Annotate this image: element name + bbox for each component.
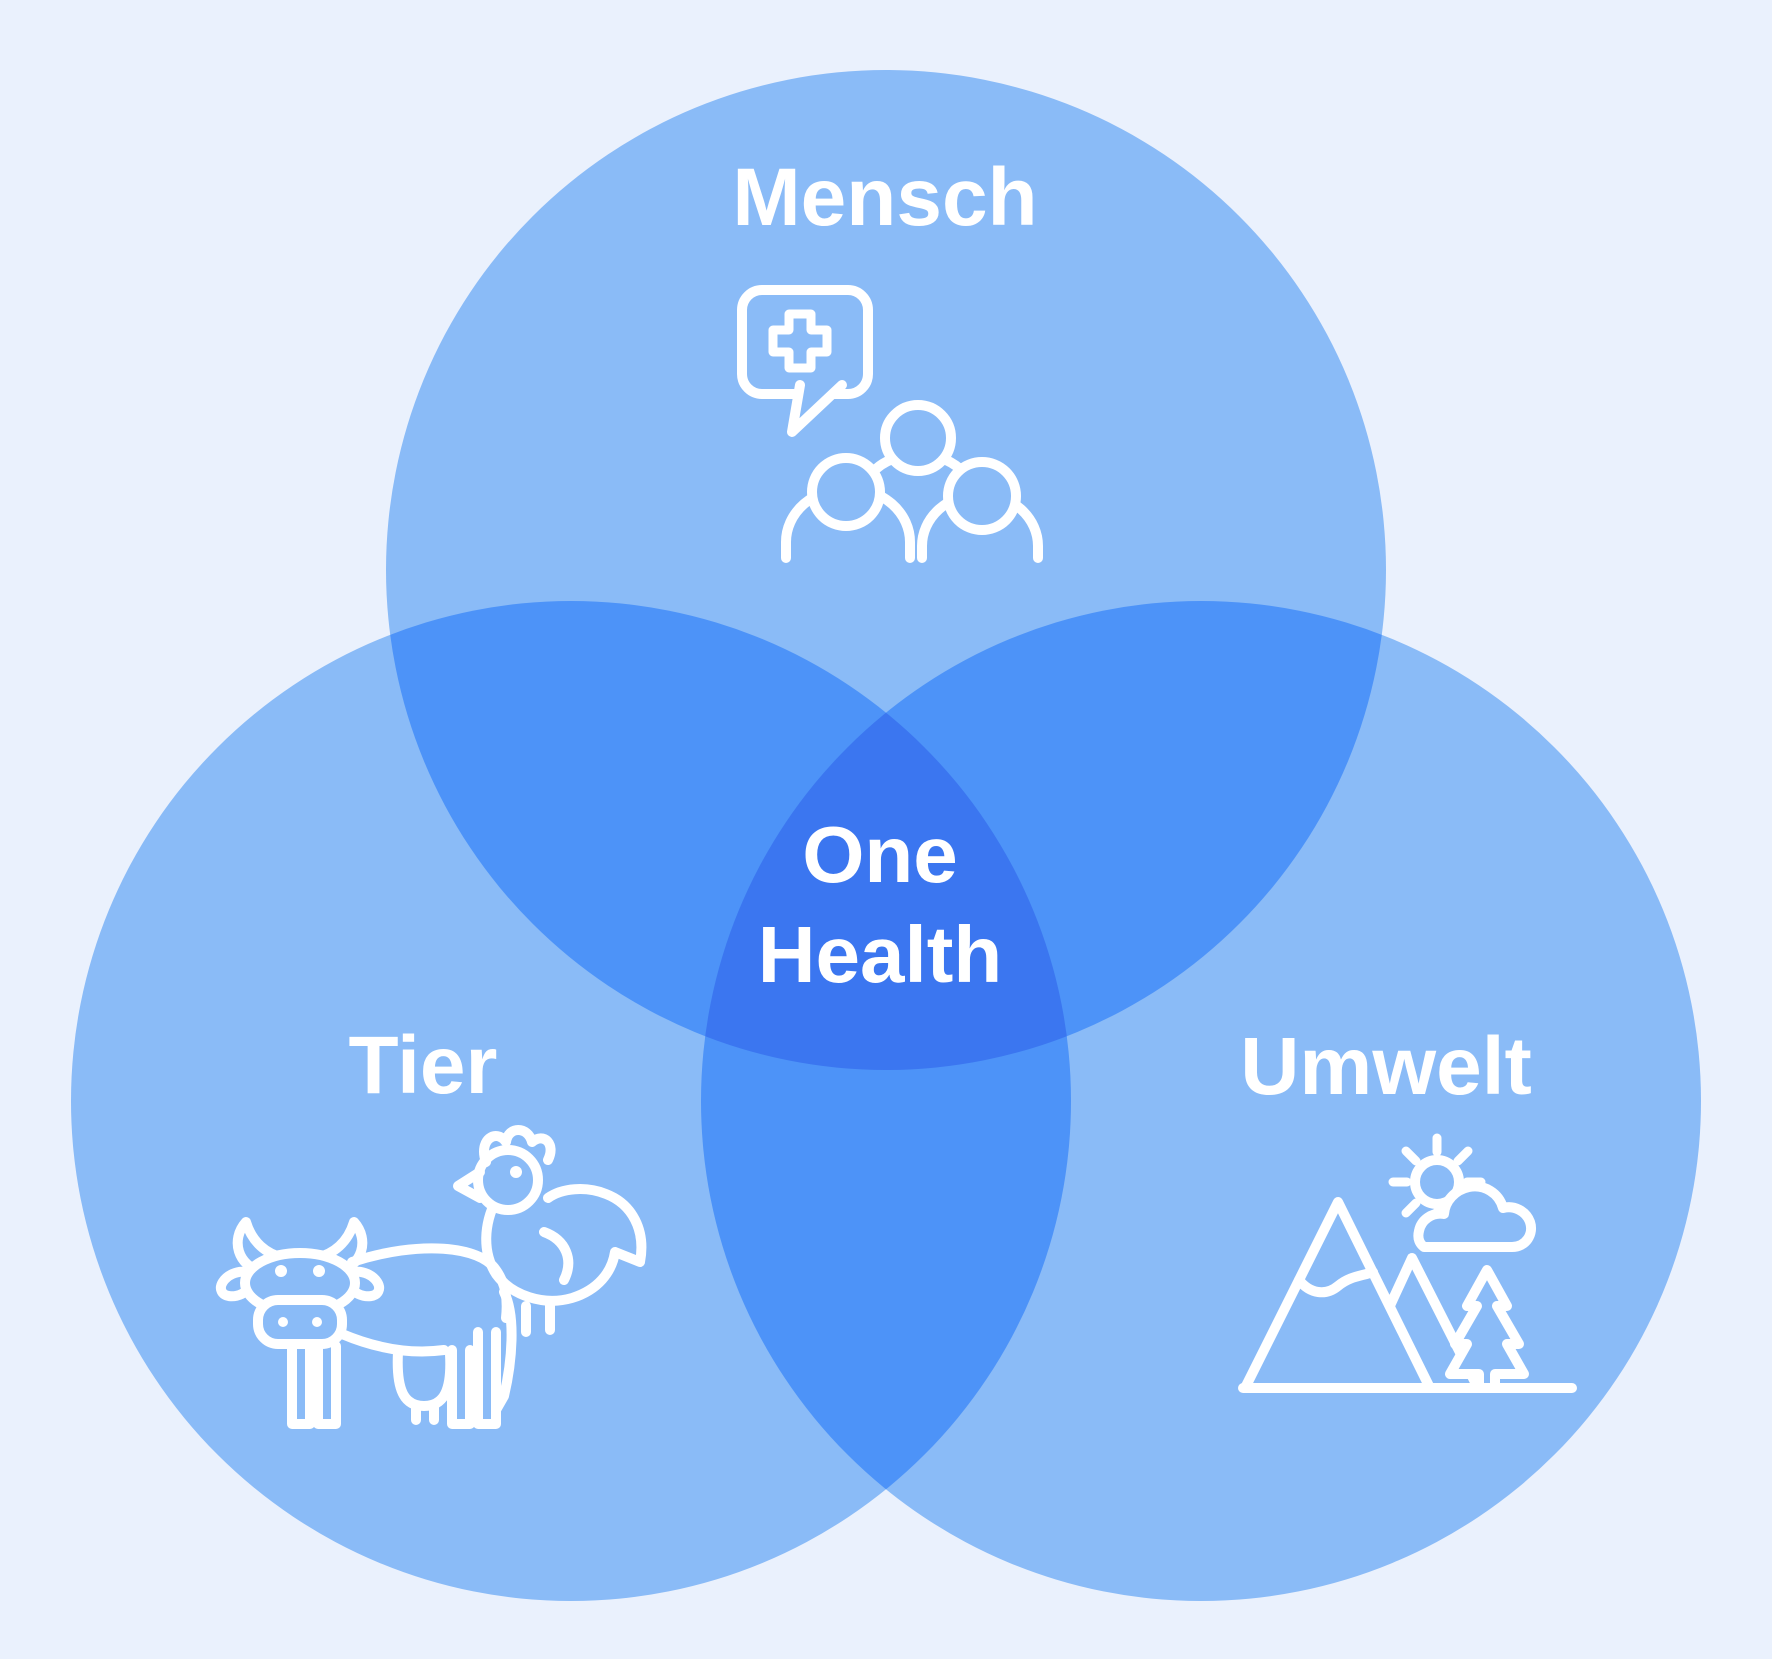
cow-muzzle bbox=[253, 1295, 347, 1349]
chicken-wing bbox=[539, 1227, 574, 1285]
center-label-line1: One bbox=[802, 810, 958, 899]
cloud-icon bbox=[1413, 1181, 1536, 1252]
chicken-legs bbox=[521, 1299, 555, 1337]
set-label-tier: Tier bbox=[349, 1020, 498, 1111]
cow-front-leg-1 bbox=[287, 1339, 315, 1429]
speech-bubble-tail bbox=[787, 380, 847, 437]
person-right-head bbox=[943, 457, 1021, 535]
person-left-head bbox=[807, 453, 885, 531]
mountain-snow-line bbox=[1294, 1267, 1378, 1298]
people-health-icon bbox=[737, 285, 1043, 563]
cow-tail bbox=[491, 1287, 517, 1415]
person-back-head bbox=[880, 400, 956, 476]
chicken-body bbox=[481, 1184, 647, 1306]
cow-front-leg-2 bbox=[313, 1341, 341, 1429]
core-clip-outer bbox=[701, 601, 1071, 1070]
cow-eye-right bbox=[313, 1265, 325, 1277]
chicken-eye bbox=[510, 1166, 522, 1178]
cow-teats bbox=[411, 1401, 439, 1425]
core-clip-inner bbox=[701, 601, 1071, 1070]
set-label-umwelt: Umwelt bbox=[1240, 1021, 1532, 1112]
cow-back-leg-2 bbox=[473, 1327, 501, 1429]
medical-cross-icon bbox=[768, 309, 832, 373]
cow-horn-left bbox=[232, 1217, 289, 1277]
center-label-line2: Health bbox=[758, 910, 1003, 999]
set-label-mensch: Mensch bbox=[732, 152, 1037, 243]
cow-nostril-right bbox=[312, 1317, 322, 1327]
chicken-head bbox=[473, 1145, 543, 1215]
cow-nostril-left bbox=[278, 1317, 288, 1327]
sun-icon bbox=[1410, 1155, 1464, 1209]
nature-icon bbox=[1238, 1133, 1577, 1393]
overlap-one-health-core bbox=[701, 601, 1071, 1070]
chicken-icon bbox=[453, 1125, 647, 1337]
chicken-beak bbox=[453, 1167, 485, 1203]
cow-udder bbox=[392, 1347, 456, 1411]
chicken-comb bbox=[479, 1125, 556, 1167]
cow-eye-left bbox=[275, 1265, 287, 1277]
